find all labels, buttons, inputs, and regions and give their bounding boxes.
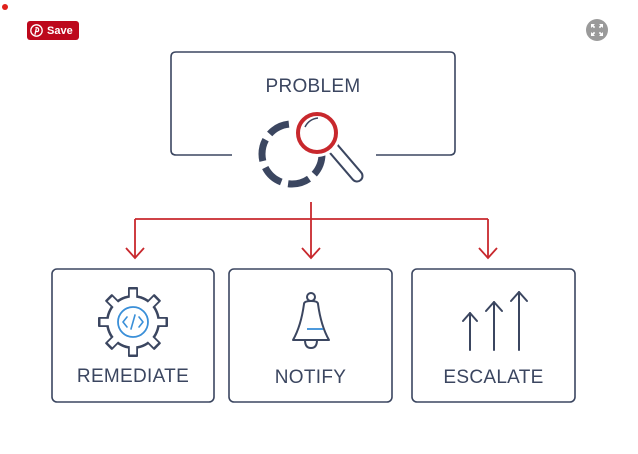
- root-box-outline: [170, 51, 456, 156]
- expand-icon[interactable]: [585, 18, 609, 42]
- connector-lines: [125, 202, 498, 260]
- pinterest-icon: [30, 24, 43, 37]
- escalate-label: ESCALATE: [443, 367, 544, 388]
- escalate-box: [411, 268, 576, 403]
- notify-label: NOTIFY: [274, 367, 347, 388]
- pinterest-save-button[interactable]: Save: [27, 21, 79, 40]
- magnifier-icon: [258, 109, 364, 188]
- bell-icon: [292, 292, 330, 349]
- gear-code-icon: [98, 287, 168, 357]
- root-label: PROBLEM: [265, 76, 361, 97]
- save-button-label: Save: [47, 24, 73, 37]
- remediate-box: [51, 268, 215, 403]
- arrows-up-icon: [462, 291, 528, 351]
- remediate-label: REMEDIATE: [76, 366, 190, 387]
- red-dot-indicator: [2, 4, 8, 10]
- notify-box: [228, 268, 393, 403]
